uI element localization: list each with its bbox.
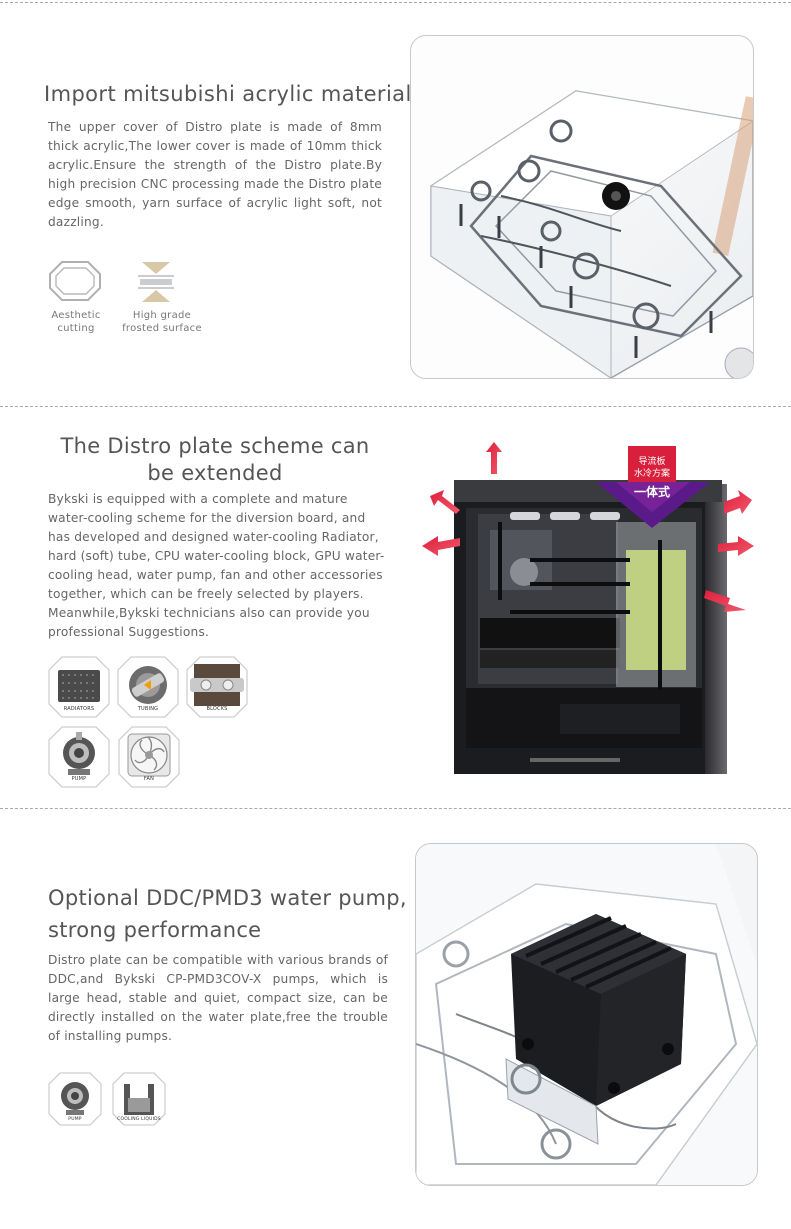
fan-tile-label: FAN [143,776,155,782]
aesthetic-cutting-feature [48,258,104,338]
scheme-title-line2: be extended [147,461,283,485]
radiator-icon [58,670,100,702]
tubing-tile-label: TUBING [137,706,159,712]
pump-section-body: Distro plate can be compatible with vari… [48,953,388,1043]
integrated-scheme-banner [596,446,710,528]
tubing-tile: TUBING [117,656,179,718]
hexagon-cutting-icon [48,258,104,304]
cooling-liquids-tile-label: COOLING LIQUIDS [117,1117,161,1122]
blocks-tile: BLOCKS [186,656,248,718]
cooling-liquids-tile: COOLING LIQUIDS [112,1072,166,1126]
pump-icon [63,732,95,775]
banner-line2: 水冷方案 [633,469,670,479]
pump-section-title: Optional DDC/PMD3 water pump, strong per… [48,882,407,946]
aesthetic-cutting-label: Aesthetic cutting [51,310,101,334]
pump-tile-2: PUMP [48,1072,102,1126]
pump-tile-label: PUMP [71,776,87,782]
pump-icon [61,1082,89,1115]
top-divider [0,2,791,3]
acrylic-section-title: Import mitsubishi acrylic material [44,82,412,106]
scheme-section-title: The Distro plate scheme can be extended [48,433,382,487]
block-icon [190,664,244,706]
fan-tile: FAN [118,726,180,788]
frosted-surface-feature [136,260,176,304]
pump-tile: PUMP [48,726,110,788]
acrylic-distro-plate-photo [410,35,754,379]
section-divider-1 [0,406,791,407]
tubing-icon [129,666,167,704]
banner-line3: 一体式 [633,485,670,499]
pump-title-line2: strong performance [48,918,262,942]
cooling-liquid-icon [124,1084,154,1115]
frosted-surface-icon [136,260,176,304]
pump-title-line1: Optional DDC/PMD3 water pump, [48,886,407,910]
frosted-surface-label: High grade frosted surface [122,310,202,334]
pump-on-distro-plate-photo [415,843,758,1186]
scheme-title-line1: The Distro plate scheme can [60,434,370,458]
fan-icon [127,733,171,777]
banner-line1: 导流板 [638,457,666,467]
acrylic-section-body: The upper cover of Distro plate is made … [48,120,382,229]
scheme-section-body: Bykski is equipped with a complete and m… [48,492,385,639]
section-divider-2 [0,808,791,809]
pump-tile-2-label: PUMP [68,1117,82,1122]
blocks-tile-label: BLOCKS [206,706,228,712]
radiators-tile: RADIATORS [48,656,110,718]
pc-case-photo: 导流板 水冷方案 一体式 [420,440,760,780]
radiators-tile-label: RADIATORS [63,706,95,712]
